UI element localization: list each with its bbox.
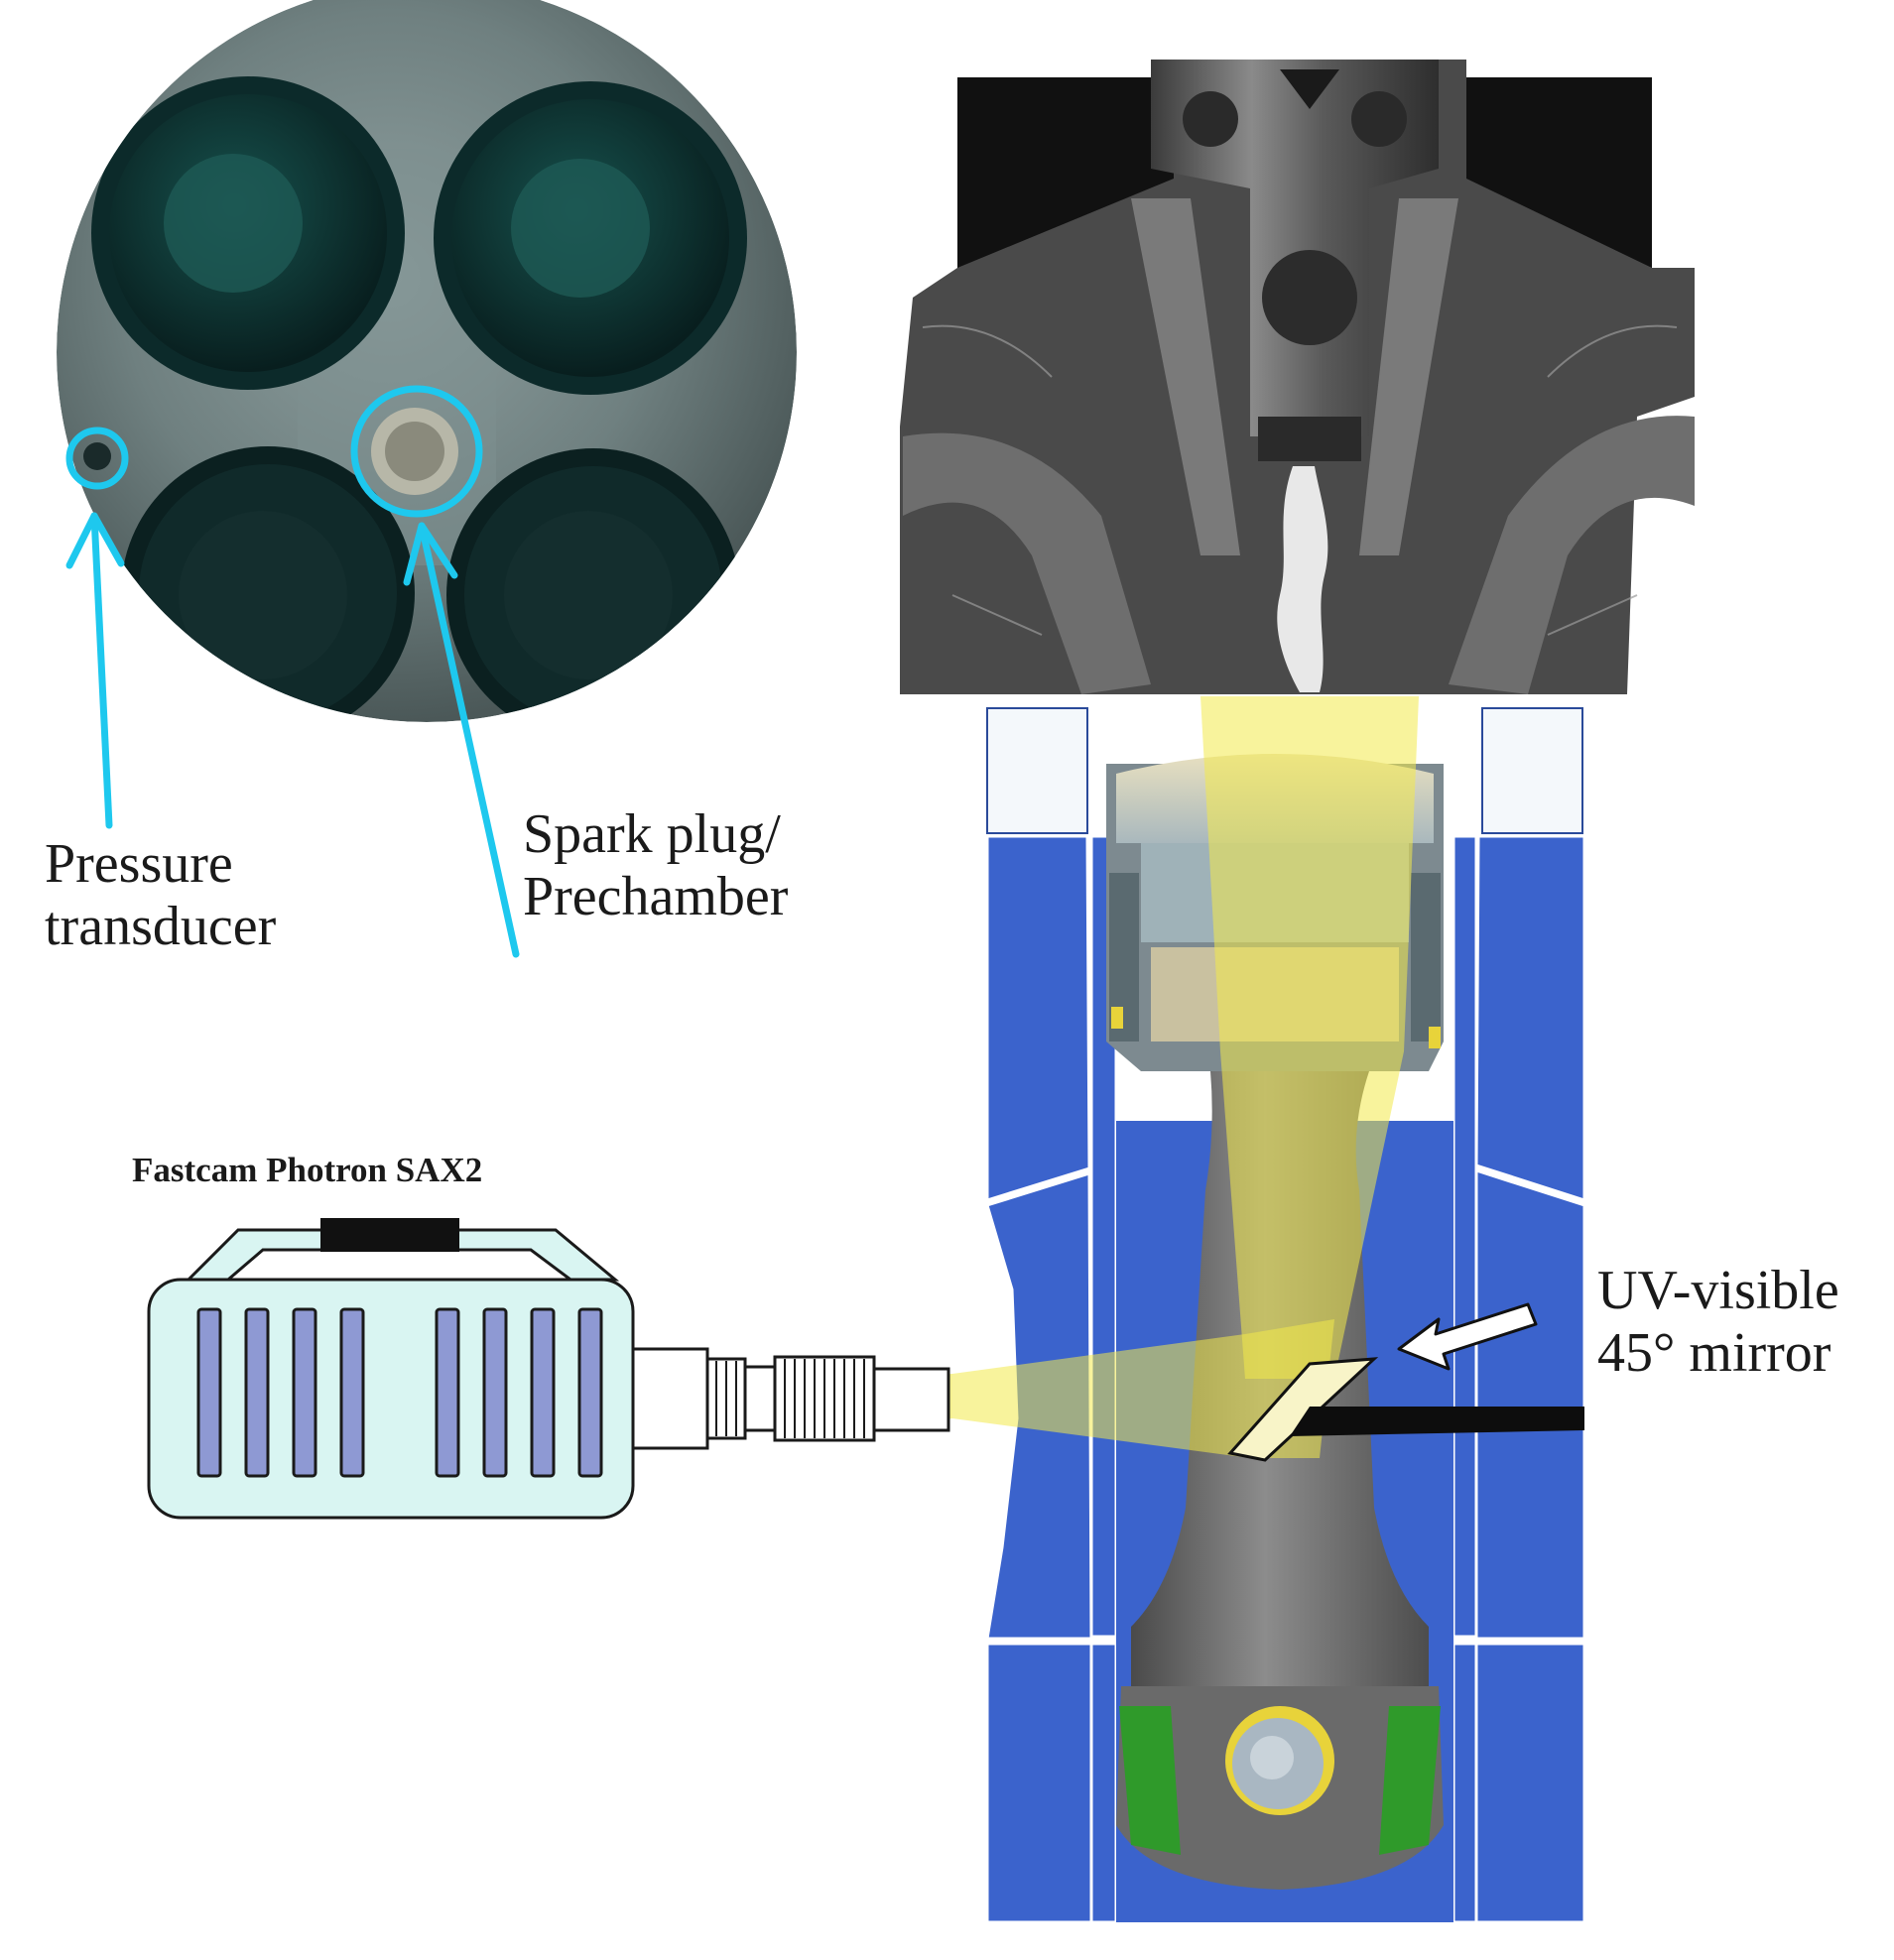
valve-upper-right — [434, 81, 747, 395]
label-pressure-line1: Pressure — [45, 833, 233, 895]
label-pressure-transducer: Pressure transducer — [45, 833, 276, 957]
camera-vents — [196, 1307, 603, 1478]
label-mirror-line2: 45° mirror — [1597, 1321, 1831, 1384]
mirror-pointer-arrow — [1397, 1302, 1538, 1371]
cylinder-head-photo — [57, 0, 797, 722]
callout-spark-plug — [350, 385, 520, 958]
label-spark-plug: Spark plug/ Prechamber — [523, 803, 788, 927]
label-camera: Fastcam Photron SAX2 — [132, 1151, 483, 1189]
valve-upper-left — [91, 76, 405, 390]
high-speed-camera — [147, 1218, 950, 1520]
label-spark-line1: Spark plug/ — [523, 803, 781, 865]
spacer-blocks — [986, 707, 1583, 834]
callout-pressure-transducer — [65, 427, 129, 829]
label-mirror-line1: UV-visible — [1597, 1260, 1839, 1321]
label-mirror: UV-visible 45° mirror — [1597, 1260, 1839, 1384]
uv-mirror — [1227, 1357, 1584, 1462]
engine-head-cutaway — [900, 60, 1695, 694]
label-pressure-line2: transducer — [45, 895, 277, 957]
valve-lower-right — [446, 448, 740, 722]
label-spark-line2: Prechamber — [523, 865, 789, 927]
